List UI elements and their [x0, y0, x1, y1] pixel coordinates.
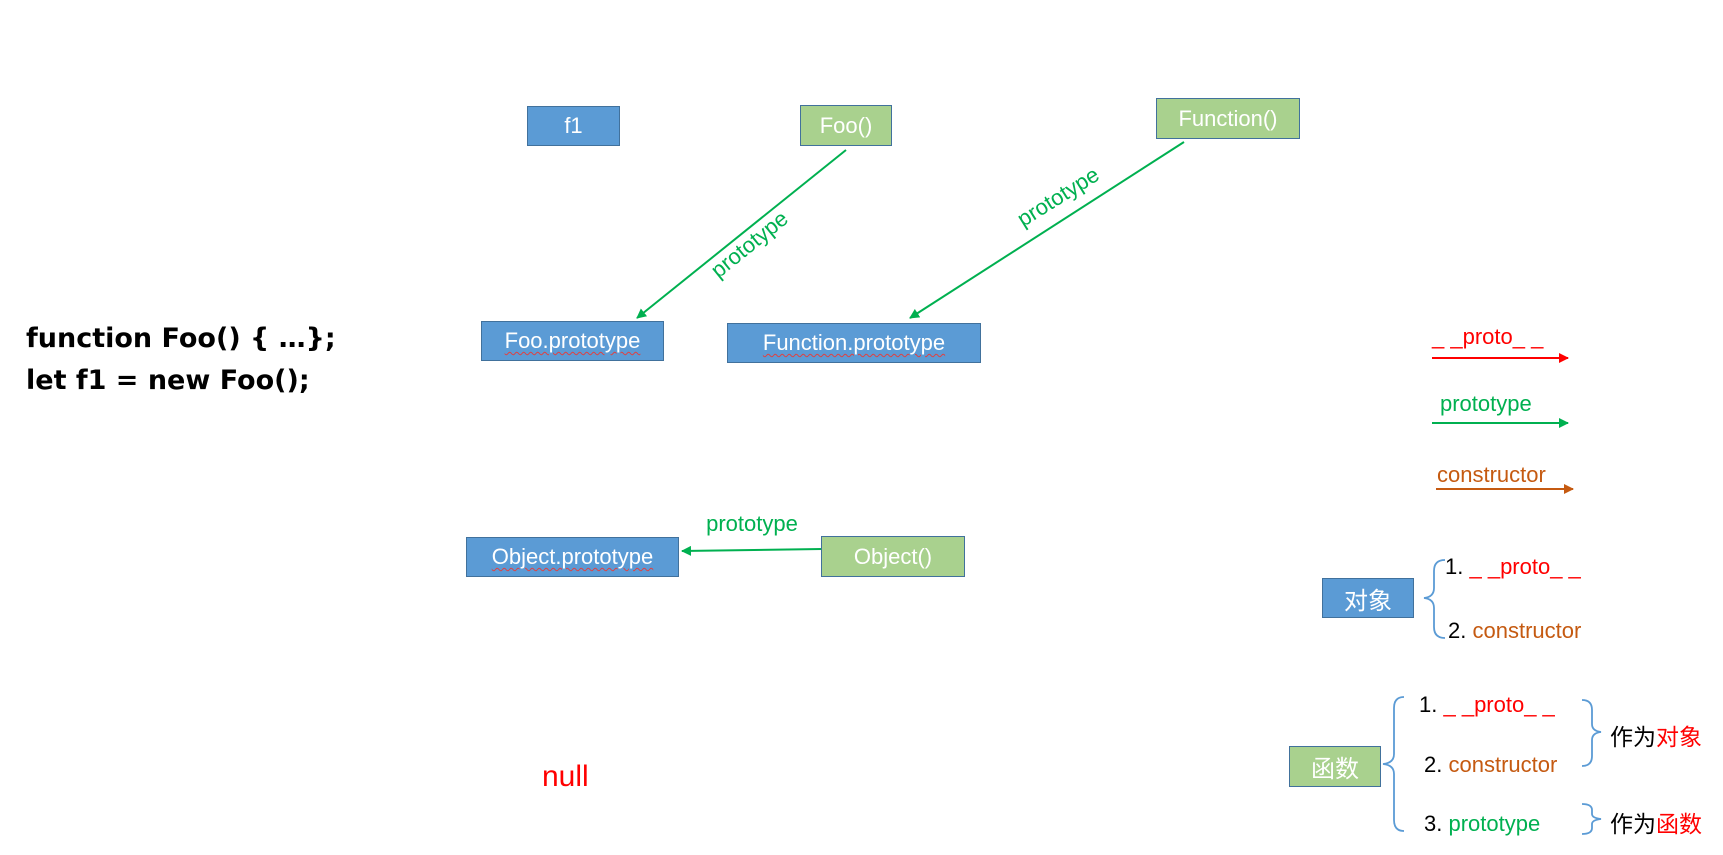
- function-group-item-2: 2. constructor: [1424, 752, 1557, 778]
- as-object-word: 对象: [1656, 725, 1702, 751]
- code-line-1: function Foo() { …};: [26, 323, 336, 354]
- edge-foo-to-foo-prototype: [636, 149, 847, 319]
- brace-function-group: [1382, 696, 1405, 832]
- as-object-label: 作为对象: [1610, 718, 1702, 752]
- object-group-item-2: 2. constructor: [1448, 618, 1581, 644]
- as-function-prefix: 作为: [1610, 812, 1656, 838]
- function-group-item-1: 1. _ _proto_ _: [1419, 692, 1555, 718]
- edge-label-object-prototype: prototype: [706, 511, 798, 536]
- as-function-label: 作为函数: [1610, 805, 1702, 839]
- function-group-box: 函数: [1289, 746, 1381, 787]
- node-object-prototype: Object.prototype: [466, 537, 679, 577]
- code-snippet: function Foo() { …}; let f1 = new Foo();: [26, 318, 336, 402]
- function-group-item-3-num: 3.: [1424, 811, 1443, 836]
- brace-as-object: [1581, 699, 1602, 767]
- brace-as-function: [1581, 803, 1602, 835]
- legend-constructor-label: constructor: [1437, 462, 1546, 487]
- node-null: null: [542, 760, 589, 793]
- object-group-item-1-num: 1.: [1445, 554, 1464, 579]
- function-group-item-2-num: 2.: [1424, 752, 1443, 777]
- node-foo-prototype-label: Foo.prototype: [504, 328, 641, 353]
- node-function-prototype: Function.prototype: [727, 323, 981, 363]
- function-group-item-3: 3. prototype: [1424, 811, 1540, 837]
- object-group-item-1-text: _ _proto_ _: [1469, 554, 1581, 579]
- node-foo: Foo(): [800, 105, 892, 146]
- object-group-item-2-num: 2.: [1448, 618, 1467, 643]
- code-line-2: let f1 = new Foo();: [26, 365, 310, 396]
- as-function-word: 函数: [1656, 812, 1702, 838]
- function-group-item-3-text: prototype: [1448, 811, 1541, 836]
- brace-object-group: [1423, 559, 1446, 639]
- object-group-box: 对象: [1322, 578, 1414, 618]
- node-function: Function(): [1156, 98, 1300, 139]
- legend-prototype-label: prototype: [1440, 391, 1532, 416]
- legend-proto-label: _ _proto_ _: [1432, 324, 1544, 349]
- edge-object-to-object-prototype: [681, 545, 823, 556]
- function-group-item-1-num: 1.: [1419, 692, 1438, 717]
- object-group-item-1: 1. _ _proto_ _: [1445, 554, 1581, 580]
- as-object-prefix: 作为: [1610, 725, 1656, 751]
- edge-label-function-prototype: prototype: [1013, 162, 1104, 232]
- edge-label-foo-prototype: prototype: [706, 206, 793, 283]
- function-group-item-1-text: _ _proto_ _: [1443, 692, 1555, 717]
- function-group-item-2-text: constructor: [1448, 752, 1558, 777]
- object-group-item-2-text: constructor: [1472, 618, 1582, 643]
- node-function-prototype-label: Function.prototype: [762, 330, 946, 355]
- edge-function-to-function-prototype: [909, 141, 1185, 319]
- node-f1: f1: [527, 106, 620, 146]
- node-object: Object(): [821, 536, 965, 577]
- node-object-prototype-label: Object.prototype: [491, 544, 654, 569]
- node-foo-prototype: Foo.prototype: [481, 321, 664, 361]
